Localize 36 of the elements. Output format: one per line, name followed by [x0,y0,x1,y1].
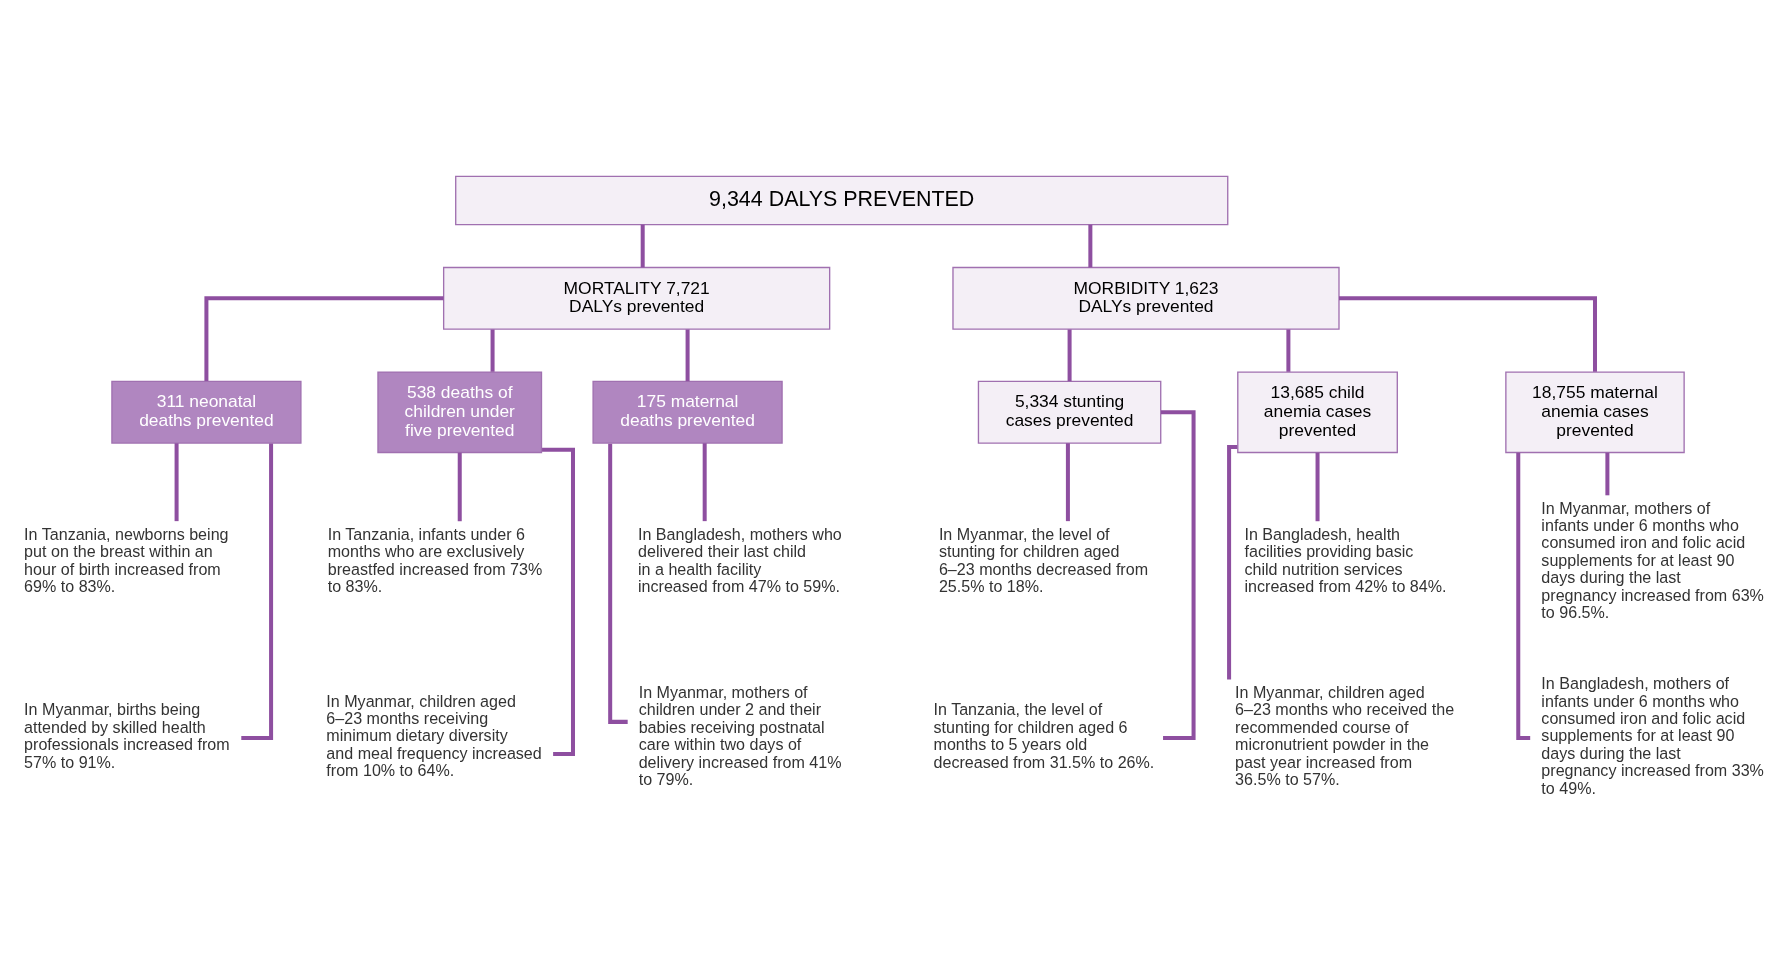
node-text: In Myanmar, births being attended by skilled health professionals increased from 57% to 91%. [24,699,230,771]
connector [1315,452,1320,521]
node-text: In Bangladesh, mothers who delivered their last child in a health facility increased from 47% to 59%. [638,524,842,595]
node-text: In Myanmar, children aged 6–23 months who received the recommended course of micronutrient powder in the past year increased from 36.5% to 57%. [1235,682,1455,788]
connector [1227,444,1238,680]
connector [640,224,645,267]
connector [457,452,462,521]
node-text: In Myanmar, children aged 6–23 months receiving minimum dietary diversity and meal frequency increased from 10% to 64%. [326,691,542,779]
node-text: In Tanzania, newborns being put on the breast within an hour of birth increased from 69% to 83%. [24,524,229,595]
node-box: 5,334 stunting cases prevented [977,380,1162,444]
connector [1088,224,1093,267]
node-box: MORTALITY 7,721 DALYs prevented [442,266,831,330]
connector [1067,328,1072,381]
node-box: 18,755 maternal anemia cases prevented [1505,370,1685,453]
node-text: In Myanmar, mothers of infants under 6 months who consumed iron and folic acid supplements for at least 90 days during the last pregnancy increased from 63% to 96.5%. [1541,498,1764,621]
connector [1065,442,1070,521]
connector [490,328,495,372]
connector [174,442,179,521]
node-box: 13,685 child anemia cases prevented [1237,370,1398,453]
connector [702,442,707,521]
connector [685,328,690,381]
node-text: In Tanzania, infants under 6 months who are exclusively breastfed increased from 73% to 83%. [327,524,543,595]
node-text: In Myanmar, mothers of children under 2 and their babies receiving postnatal care within two days of delivery increased from 41% to 79%. [638,682,842,788]
connector [1286,328,1291,372]
node-text: In Myanmar, the level of stunting for children aged 6–23 months decreased from 25.5% to 18%. [938,524,1149,595]
connector [1339,295,1597,372]
node-text: In Tanzania, the level of stunting for children aged 6 months to 5 years old decreased from 31.5% to 26%. [933,699,1155,771]
node-text: In Bangladesh, mothers of infants under 6 months who consumed iron and folic acid supplements for at least 90 days during the last pregnancy increased from 33% to 49%. [1541,673,1764,797]
node-box: 311 neonatal deaths prevented [111,380,302,444]
connector [1605,452,1610,495]
node-box: 9,344 DALYS PREVENTED [455,175,1229,225]
node-text: In Bangladesh, health facilities providing basic child nutrition services increased from 42% to 84%. [1244,524,1447,595]
node-box: 538 deaths of children under five prevented [377,370,543,453]
node-box: MORBIDITY 1,623 DALYs prevented [952,266,1340,330]
connector [204,295,444,381]
node-box: 175 maternal deaths prevented [592,380,783,444]
